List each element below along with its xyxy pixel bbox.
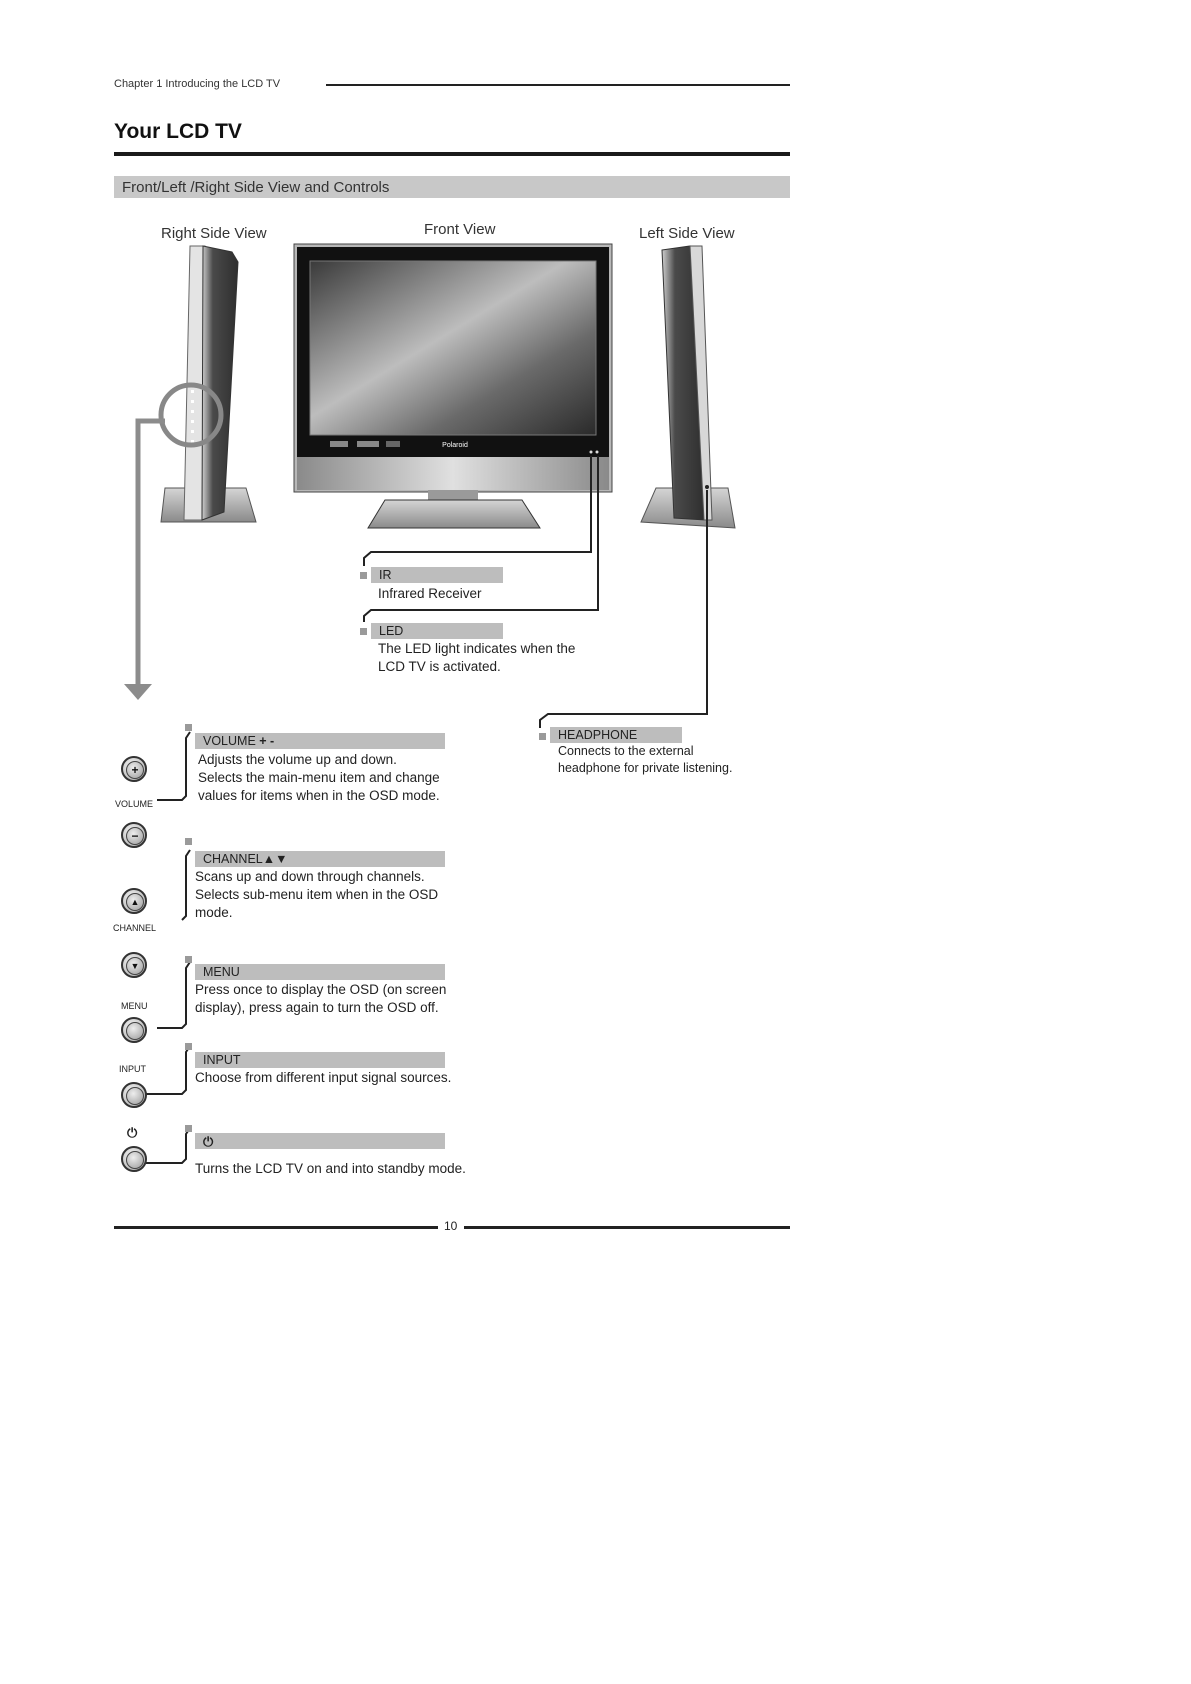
led-marker — [360, 628, 367, 635]
input-label: INPUT — [203, 1053, 241, 1067]
front-tv-image: Polaroid — [293, 243, 613, 529]
left-side-tv-image — [640, 245, 736, 529]
channel-description-line3: mode. — [195, 905, 233, 920]
power-description: Turns the LCD TV on and into standby mod… — [195, 1161, 466, 1176]
power-label-icon: ⏻ — [203, 1134, 214, 1149]
section-heading: Front/Left /Right Side View and Controls — [122, 179, 390, 196]
volume-description-line1: Adjusts the volume up and down. — [198, 752, 397, 767]
right-side-view-label: Right Side View — [161, 225, 267, 242]
channel-description-line1: Scans up and down through channels. — [195, 869, 425, 884]
power-label-bar: ⏻ — [195, 1133, 445, 1149]
front-view-label: Front View — [424, 221, 496, 238]
input-marker — [185, 1043, 192, 1050]
power-button-face — [126, 1151, 144, 1169]
headphone-label-bar: HEADPHONE — [550, 727, 682, 743]
led-label: LED — [379, 624, 404, 638]
header-rule — [326, 84, 790, 86]
ir-label-bar: IR — [371, 567, 503, 583]
right-side-tv-image — [158, 245, 257, 523]
left-side-view-label: Left Side View — [639, 225, 735, 242]
volume-down-button[interactable]: − — [121, 822, 147, 848]
section-heading-bar: Front/Left /Right Side View and Controls — [114, 176, 790, 198]
page-title: Your LCD TV — [114, 120, 242, 143]
ir-marker — [360, 572, 367, 579]
menu-button[interactable] — [121, 1017, 147, 1043]
minus-icon: − — [126, 827, 144, 845]
title-rule — [114, 152, 790, 156]
led-description-line2: LCD TV is activated. — [378, 659, 501, 674]
menu-description-line1: Press once to display the OSD (on screen — [195, 982, 447, 997]
menu-label-bar: MENU — [195, 964, 445, 980]
input-description: Choose from different input signal sourc… — [195, 1070, 452, 1085]
headphone-marker — [539, 733, 546, 740]
chapter-header: Chapter 1 Introducing the LCD TV — [114, 78, 281, 90]
menu-button-label: MENU — [121, 1001, 148, 1011]
menu-description-line2: display), press again to turn the OSD of… — [195, 1000, 439, 1015]
channel-label: CHANNEL▲▼ — [203, 852, 288, 866]
power-marker — [185, 1125, 192, 1132]
power-button[interactable] — [121, 1146, 147, 1172]
tv-brand-logo: Polaroid — [442, 442, 468, 449]
led-description-line1: The LED light indicates when the — [378, 641, 576, 656]
channel-marker — [185, 838, 192, 845]
headphone-label: HEADPHONE — [558, 728, 638, 742]
channel-up-button[interactable]: ▲ — [121, 888, 147, 914]
input-label-bar: INPUT — [195, 1052, 445, 1068]
plus-icon: + — [126, 761, 144, 779]
input-button[interactable] — [121, 1082, 147, 1108]
headphone-description-line1: Connects to the external — [558, 744, 694, 758]
page-number: 10 — [444, 1219, 458, 1233]
triangle-up-icon: ▲ — [126, 893, 144, 911]
tv-illustration: Polaroid — [124, 243, 736, 1164]
ir-label: IR — [379, 568, 392, 582]
channel-down-button[interactable]: ▼ — [121, 952, 147, 978]
headphone-description-line2: headphone for private listening. — [558, 761, 733, 775]
led-label-bar: LED — [371, 623, 503, 639]
footer-rule-left — [114, 1226, 438, 1229]
channel-button-label: CHANNEL — [113, 923, 157, 933]
input-button-label: INPUT — [119, 1064, 146, 1074]
channel-description-line2: Selects sub-menu item when in the OSD — [195, 887, 439, 902]
volume-label: VOLUME + - — [203, 734, 275, 748]
volume-description-line2: Selects the main-menu item and change — [198, 770, 440, 785]
volume-marker — [185, 724, 192, 731]
volume-up-button[interactable]: + — [121, 756, 147, 782]
channel-label-bar: CHANNEL▲▼ — [195, 851, 445, 867]
ir-description: Infrared Receiver — [378, 586, 482, 601]
power-icon: ⏻ — [127, 1125, 138, 1140]
menu-label: MENU — [203, 965, 240, 979]
volume-label-bar: VOLUME + - — [195, 733, 445, 749]
menu-marker — [185, 956, 192, 963]
menu-button-face — [126, 1022, 144, 1040]
volume-button-label: VOLUME — [115, 799, 154, 809]
footer-rule-right — [464, 1226, 790, 1229]
triangle-down-icon: ▼ — [126, 957, 144, 975]
input-button-face — [126, 1087, 144, 1105]
volume-description-line3: values for items when in the OSD mode. — [198, 788, 440, 803]
